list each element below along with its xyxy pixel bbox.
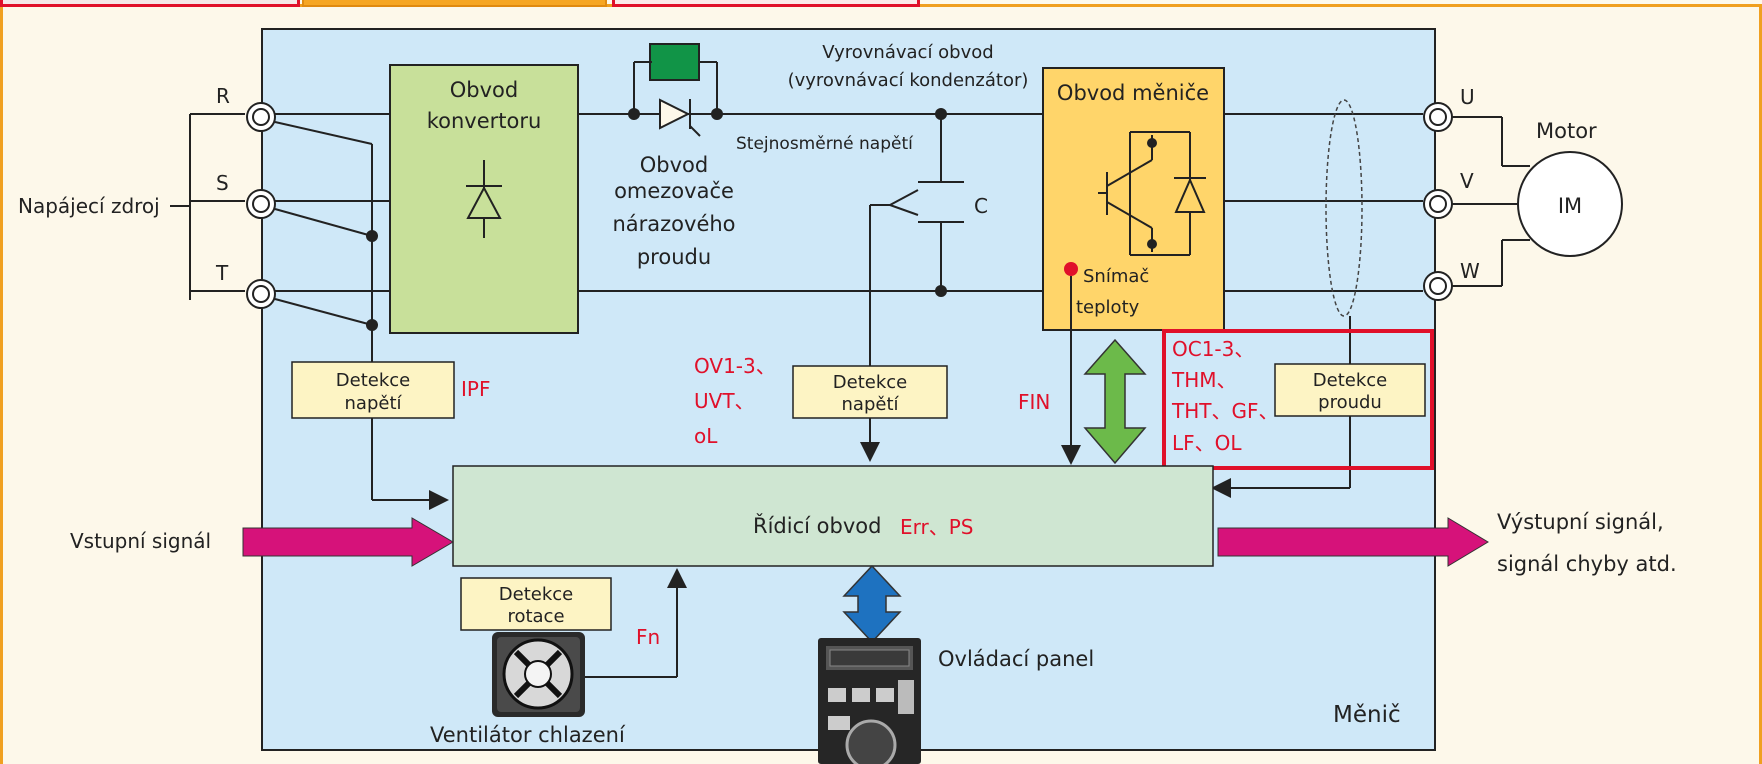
voltage-detect-left-2: napětí — [345, 393, 403, 414]
code-ov: OV1-3、 — [694, 354, 776, 378]
motor-icon — [1517, 151, 1623, 257]
input-wiring — [170, 113, 449, 510]
terminal-r — [246, 102, 276, 132]
inrush-label-3: nárazového — [612, 212, 735, 236]
voltage-detection-left: Detekce napětí — [291, 361, 455, 419]
cooling-fan-icon — [492, 632, 585, 717]
code-thm: THM、 — [1171, 368, 1237, 392]
voltage-detect-mid-1: Detekce — [833, 372, 907, 393]
output-signal-label-2: signál chyby atd. — [1497, 552, 1677, 576]
dc-bus — [578, 108, 1423, 297]
phase-t-label: T — [215, 261, 229, 285]
terminal-v — [1423, 189, 1453, 219]
igbt-icon — [1098, 131, 1206, 256]
temp-sensor-label-2: teploty — [1076, 297, 1140, 318]
rotation-detection: Detekce rotace — [460, 577, 612, 631]
inrush-label-1: Obvod — [640, 153, 708, 177]
input-signal-label: Vstupní signál — [70, 529, 211, 553]
inrush-label-4: proudu — [637, 245, 711, 269]
rotation-detect-2: rotace — [507, 606, 564, 627]
voltage-detect-mid-2: napětí — [842, 394, 900, 415]
current-sensor-ellipse — [1325, 99, 1363, 317]
input-signal-arrow — [242, 517, 454, 567]
converter-label-1: Obvod — [450, 78, 518, 102]
code-lf-ol: LF、OL — [1172, 431, 1242, 455]
code-uvt: UVT、 — [694, 389, 755, 413]
motor-im-label: IM — [1558, 194, 1582, 218]
temperature-double-arrow — [1083, 338, 1147, 465]
terminal-u — [1423, 102, 1453, 132]
smoothing-label-1: Vyrovnávací obvod — [822, 42, 993, 63]
terminal-w — [1423, 271, 1453, 301]
tab-middle — [302, 0, 607, 7]
temperature-sensor-dot — [1064, 262, 1078, 276]
diode-icon — [466, 160, 502, 238]
tab-left — [0, 0, 300, 7]
motor-wiring — [1452, 116, 1530, 287]
code-fn: Fn — [636, 625, 660, 649]
control-circuit-label: Řídicí obvod — [753, 513, 881, 538]
output-signal-label-1: Výstupní signál, — [1497, 510, 1664, 534]
phase-w-label: W — [1460, 259, 1480, 283]
current-detection: Detekce proudu — [1274, 363, 1426, 417]
thyristor-icon — [659, 98, 691, 130]
control-circuit-box — [452, 465, 1214, 567]
phase-r-label: R — [216, 84, 230, 108]
phase-u-label: U — [1460, 85, 1475, 109]
phase-v-label: V — [1460, 169, 1474, 193]
inverter-circuit: Obvod měniče Snímač teploty — [1042, 67, 1225, 465]
converter-label-2: konvertoru — [427, 109, 542, 133]
cooling-fan-label: Ventilátor chlazení — [430, 723, 626, 747]
terminal-s — [246, 189, 276, 219]
inrush-label-2: omezovače — [614, 179, 734, 203]
power-source-label: Napájecí zdroj — [18, 194, 160, 218]
rotation-detect-1: Detekce — [499, 584, 573, 605]
fault-codes-box — [1162, 329, 1434, 470]
tab-right — [612, 0, 920, 7]
smoothing-label-2: (vyrovnávací kondenzátor) — [788, 70, 1029, 91]
voltage-detect-left-1: Detekce — [336, 370, 410, 391]
temp-sensor-label-1: Snímač — [1083, 266, 1149, 287]
code-fin: FIN — [1018, 390, 1050, 414]
terminal-t — [246, 279, 276, 309]
current-detect-2: proudu — [1318, 392, 1382, 413]
code-err-ps: Err、PS — [900, 515, 974, 539]
code-oc: OC1-3、 — [1172, 337, 1254, 361]
phase-s-label: S — [216, 171, 229, 195]
code-ipf: IPF — [461, 377, 490, 401]
dc-voltage-label: Stejnosměrné napětí — [736, 134, 914, 154]
voltage-detection-mid: Detekce napětí — [792, 365, 948, 419]
output-signal-arrow — [1217, 517, 1489, 567]
inrush-limiter-circuit — [633, 43, 718, 137]
motor-label: Motor — [1536, 119, 1597, 143]
current-detect-1: Detekce — [1313, 370, 1387, 391]
capacitor-label: C — [974, 194, 988, 218]
operation-panel-icon — [818, 638, 921, 764]
converter-circuit: Obvod konvertoru — [389, 64, 579, 334]
code-tht-gf: THT、GF、 — [1171, 399, 1278, 423]
inverter-label: Měnič — [1333, 702, 1401, 728]
inverter-circuit-title: Obvod měniče — [1057, 81, 1209, 105]
code-ol: oL — [694, 424, 718, 448]
operation-panel-label: Ovládací panel — [938, 647, 1094, 671]
